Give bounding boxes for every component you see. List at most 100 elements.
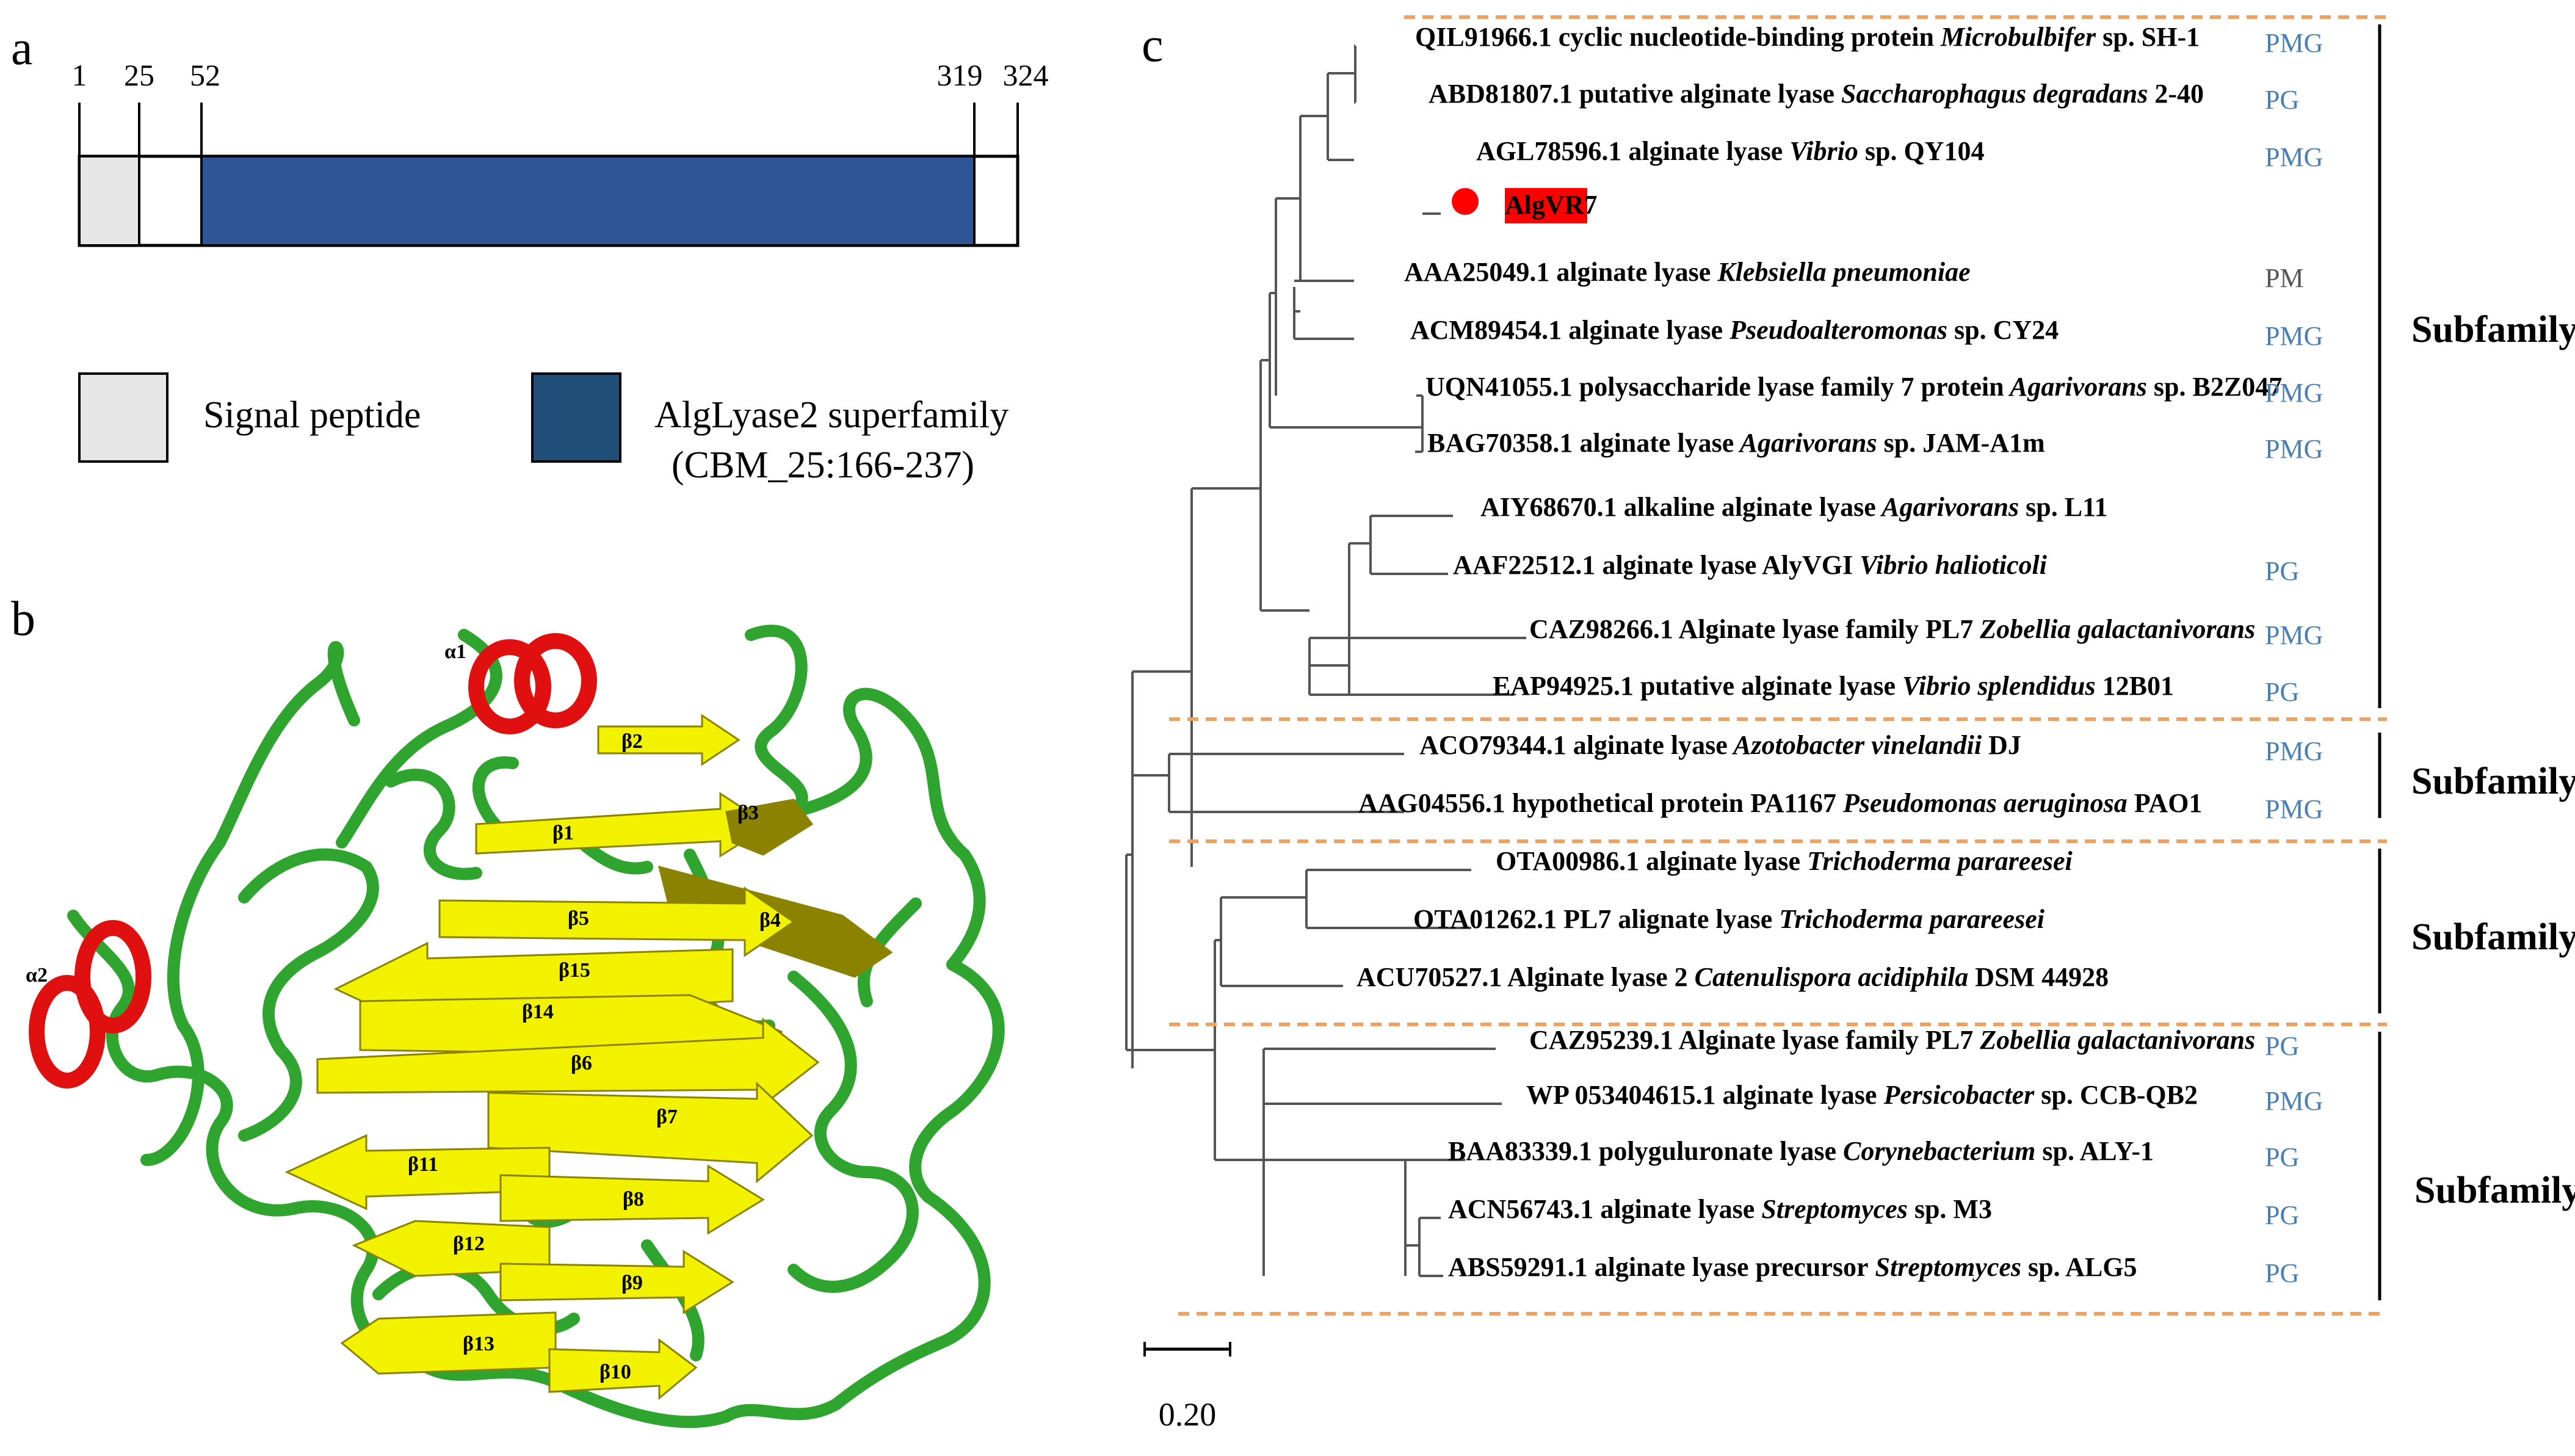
beta-strand-2 <box>597 714 741 766</box>
strand-label-b4: β4 <box>759 909 781 932</box>
subfamily-labels: Subfamily 5 Subfamily 1 Subfamily 4 Subf… <box>2411 309 2575 1211</box>
alpha-helix-2-turn-a <box>74 920 151 1034</box>
subfamily-label-1: Subfamily 1 <box>2411 761 2575 802</box>
leaf-label: ACN56743.1 alginate lyase Streptomyces s… <box>1448 1194 1992 1224</box>
protein-bar <box>78 154 1019 247</box>
beta-strand-5 <box>438 886 795 957</box>
beta-strand-1 <box>475 792 771 858</box>
tree-leaf: ACM89454.1 alginate lyase Pseudoalteromo… <box>1410 315 2323 351</box>
leaf-label: AAA25049.1 alginate lyase Klebsiella pne… <box>1404 257 1971 287</box>
tree-leaf: OTA01262.1 PL7 alignate lyase Trichoderm… <box>1413 904 2045 934</box>
substrate-tag: PMG <box>2265 28 2323 58</box>
strand-label-b10: β10 <box>599 1361 631 1383</box>
strand-label-b12: β12 <box>453 1233 485 1255</box>
alpha-helices <box>29 633 597 1088</box>
tree-leaf: BAG70358.1 alginate lyase Agarivorans sp… <box>1427 428 2323 464</box>
beta-strand-8 <box>499 1164 765 1235</box>
subfamily-label-5: Subfamily 5 <box>2411 309 2575 350</box>
leaf-label: ACU70527.1 Alginate lyase 2 Catenulispor… <box>1356 962 2109 992</box>
substrate-tag: PMG <box>2265 620 2323 650</box>
substrate-tag: PMG <box>2265 736 2323 766</box>
leaf-label: ABS59291.1 alginate lyase precursor Stre… <box>1448 1252 2137 1282</box>
tree-leaf: EAP94925.1 putative alginate lyase Vibri… <box>1493 671 2299 707</box>
tick-label-319: 319 <box>937 58 983 92</box>
tree-leaf: AIY68670.1 alkaline alginate lyase Agari… <box>1480 492 2108 522</box>
panel-c: c QIL91966.1 cyclic nucleotide-binding p… <box>1125 15 2575 1433</box>
tick-label-1: 1 <box>72 58 87 92</box>
scale-bar-label: 0.20 <box>1159 1396 1217 1433</box>
highlight-box <box>1505 188 1587 223</box>
tree-branches <box>1125 45 1526 1277</box>
tick-label-324: 324 <box>1003 58 1049 92</box>
beta-strand-10 <box>548 1338 698 1400</box>
legend-domain-label: AlgLyase2 superfamily <box>654 394 1009 436</box>
leaf-label: AlgVR7 <box>1505 190 1598 220</box>
strand-label-b3: β3 <box>737 802 759 824</box>
leaf-label: UQN41055.1 polysaccharide lyase family 7… <box>1425 372 2282 402</box>
leaf-label: AAF22512.1 alginate lyase AlyVGI Vibrio … <box>1453 550 2048 580</box>
tick-label-25: 25 <box>124 58 154 92</box>
tree-leaf: OTA00986.1 alginate lyase Trichoderma pa… <box>1496 846 2073 876</box>
tree-leaf: AAG04556.1 hypothetical protein PA1167 P… <box>1358 788 2323 824</box>
substrate-tag: PG <box>2265 1142 2299 1172</box>
strand-label-b5: β5 <box>568 907 589 930</box>
tree-leaf: ACU70527.1 Alginate lyase 2 Catenulispor… <box>1356 962 2109 992</box>
tree-leaf: AGL78596.1 alginate lyase Vibrio sp. QY1… <box>1476 136 2323 172</box>
tree-leaf: ACO79344.1 alginate lyase Azotobacter vi… <box>1419 730 2323 766</box>
helix-label-a2: α2 <box>26 964 48 987</box>
alpha-helix-1-turn-b <box>514 633 597 728</box>
tick-lines <box>78 103 1019 156</box>
leaf-label: OTA01262.1 PL7 alignate lyase Trichoderm… <box>1413 904 2045 934</box>
tree-leaf: CAZ98266.1 Alginate lyase family PL7 Zob… <box>1529 614 2323 650</box>
tree-leaf: CAZ95239.1 Alginate lyase family PL7 Zob… <box>1529 1025 2299 1061</box>
substrate-tag: PMG <box>2265 378 2323 408</box>
substrate-tag: PG <box>2265 556 2299 586</box>
strand-label-b9: β9 <box>621 1272 643 1294</box>
alglyase2-domain <box>200 155 976 247</box>
panel-a-label: a <box>11 21 33 75</box>
substrate-tag: PG <box>2265 1031 2299 1061</box>
tree-leaves: QIL91966.1 cyclic nucleotide-binding pro… <box>1356 22 2323 1288</box>
subfamily-separators <box>1169 15 2387 1316</box>
strand-label-b8: β8 <box>623 1188 644 1211</box>
strand-label-b15: β15 <box>559 959 590 982</box>
panel-b-label: b <box>11 592 35 646</box>
leaf-label: AGL78596.1 alginate lyase Vibrio sp. QY1… <box>1476 136 1984 166</box>
strand-label-b6: β6 <box>571 1052 592 1074</box>
highlight-dot <box>1452 188 1479 215</box>
strand-label-b7: β7 <box>656 1106 678 1128</box>
strand-label-b14: β14 <box>522 1001 554 1023</box>
panel-b: b <box>11 592 1005 1429</box>
strand-label-b2: β2 <box>621 730 643 753</box>
strand-label-b11: β11 <box>408 1153 438 1176</box>
tree-leaf: WP 053404615.1 alginate lyase Persicobac… <box>1526 1080 2323 1116</box>
substrate-tag: PG <box>2265 677 2299 707</box>
tree-leaf: QIL91966.1 cyclic nucleotide-binding pro… <box>1415 22 2323 58</box>
tree-leaf: ABD81807.1 putative alginate lyase Sacch… <box>1429 79 2299 115</box>
leaf-label: OTA00986.1 alginate lyase Trichoderma pa… <box>1496 846 2073 876</box>
beta-strand-13 <box>340 1311 557 1375</box>
substrate-tag: PG <box>2265 85 2299 115</box>
leaf-label: AIY68670.1 alkaline alginate lyase Agari… <box>1480 492 2108 522</box>
tree-leaf: AlgVR7 <box>1452 188 1598 223</box>
beta-strand-6 <box>316 1017 820 1107</box>
panel-a: a 1 25 52 319 324 Signal peptide AlgLyas… <box>11 21 1049 486</box>
scale-bar: 0.20 <box>1143 1342 1231 1433</box>
substrate-tag: PMG <box>2265 142 2323 172</box>
leaf-label: BAG70358.1 alginate lyase Agarivorans sp… <box>1427 428 2045 458</box>
leaf-label: ACM89454.1 alginate lyase Pseudoalteromo… <box>1410 315 2059 345</box>
structure-labels: α1 α2 β1 β2 β3 β4 β5 β6 β7 β8 β9 β10 β11… <box>26 640 781 1383</box>
substrate-tag: PMG <box>2265 1086 2323 1116</box>
alpha-helix-1-turn-a <box>468 639 551 734</box>
substrate-tag: PMG <box>2265 794 2323 824</box>
beta-strand-9 <box>499 1250 734 1314</box>
alpha-helix-2-turn-b <box>29 975 106 1088</box>
legend-domain-sublabel: (CBM_25:166-237) <box>672 444 974 486</box>
tree-leaf: ABS59291.1 alginate lyase precursor Stre… <box>1448 1252 2299 1288</box>
tree-leaf: ACN56743.1 alginate lyase Streptomyces s… <box>1448 1194 2299 1230</box>
beta-strands <box>284 714 893 1400</box>
substrate-tag: PG <box>2265 1200 2299 1230</box>
substrate-tag: PMG <box>2265 434 2323 464</box>
signal-peptide-region <box>78 155 140 247</box>
leaf-label: AAG04556.1 hypothetical protein PA1167 P… <box>1358 788 2202 818</box>
